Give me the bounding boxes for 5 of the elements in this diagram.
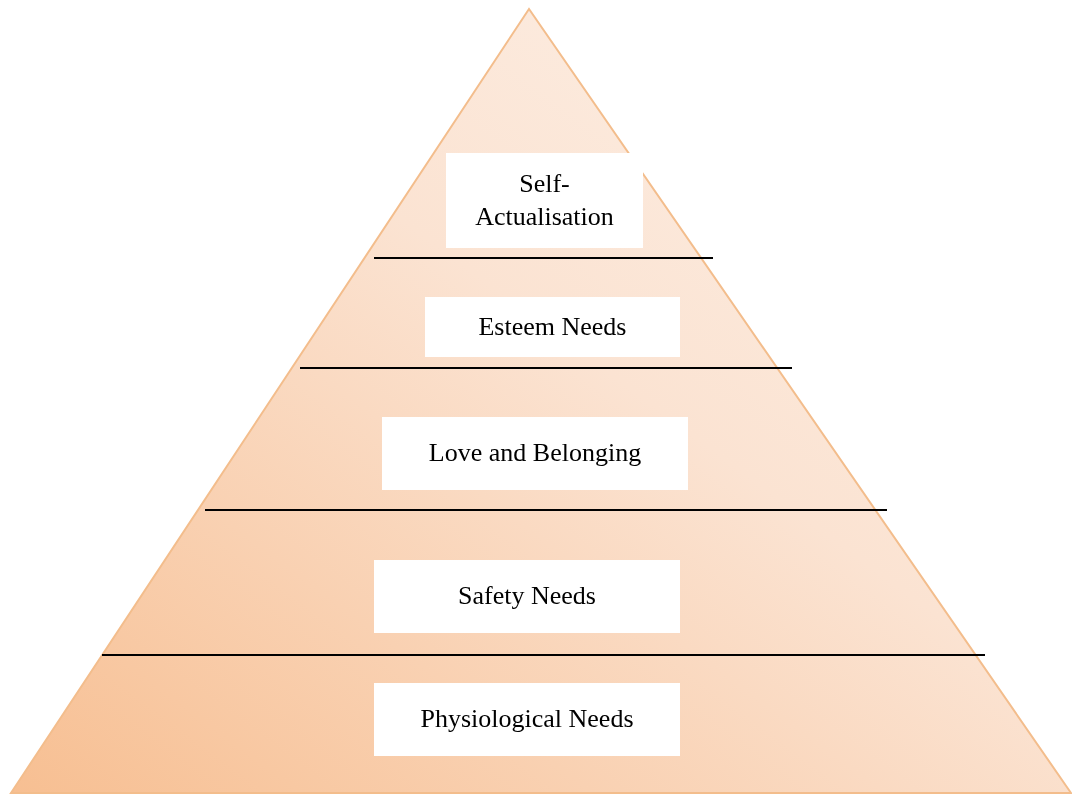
level-box: Esteem Needs bbox=[425, 297, 680, 357]
level-box: Safety Needs bbox=[374, 560, 680, 633]
level-box: Physiological Needs bbox=[374, 683, 680, 756]
level-box: Love and Belonging bbox=[382, 417, 688, 490]
level-box: Self-Actualisation bbox=[446, 153, 643, 248]
